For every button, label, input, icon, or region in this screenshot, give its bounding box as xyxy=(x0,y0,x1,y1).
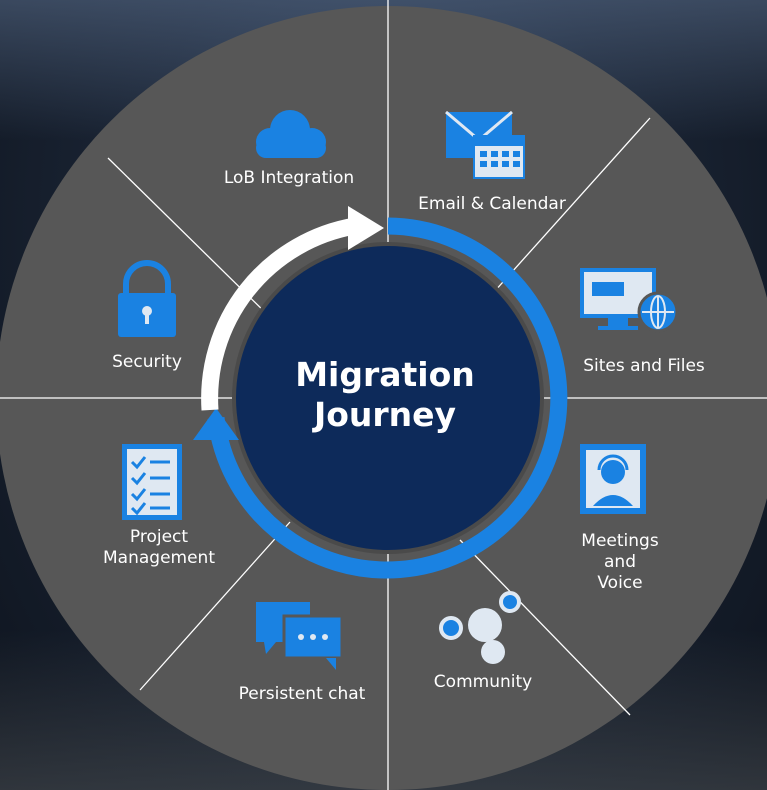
blue-arrowhead xyxy=(193,408,239,440)
center-title: Migration Journey xyxy=(240,355,530,435)
label-persistent-chat: Persistent chat xyxy=(238,684,366,704)
label-security: Security xyxy=(112,352,182,372)
meetings-voice-line2: and xyxy=(604,552,636,572)
checklist-icon xyxy=(122,444,182,520)
padlock-icon xyxy=(118,260,176,337)
community-bubbles-icon xyxy=(439,591,521,664)
white-arrowhead xyxy=(348,206,384,250)
label-email-calendar: Email & Calendar xyxy=(418,194,566,214)
white-cycle-arrow xyxy=(201,217,357,411)
blue-cycle-arrow xyxy=(207,217,568,579)
project-management-line2: Management xyxy=(103,548,215,568)
cloud-icon xyxy=(256,110,326,158)
label-project-management: Project Management xyxy=(88,527,230,569)
monitor-globe-icon xyxy=(580,268,679,333)
center-circle xyxy=(236,246,540,550)
project-management-line1: Project xyxy=(129,527,189,547)
label-meetings-voice: Meetings and Voice xyxy=(570,531,670,594)
label-lob-integration: LoB Integration xyxy=(223,168,355,188)
meetings-voice-line3: Voice xyxy=(597,573,643,593)
headset-user-icon xyxy=(580,444,646,514)
mail-calendar-icon xyxy=(445,110,525,179)
meetings-voice-line1: Meetings xyxy=(581,531,659,551)
label-sites-files: Sites and Files xyxy=(583,356,705,376)
label-community: Community xyxy=(433,672,533,692)
center-title-line2: Journey xyxy=(313,395,457,434)
chat-bubbles-icon xyxy=(256,602,344,670)
center-title-line1: Migration xyxy=(295,355,475,394)
